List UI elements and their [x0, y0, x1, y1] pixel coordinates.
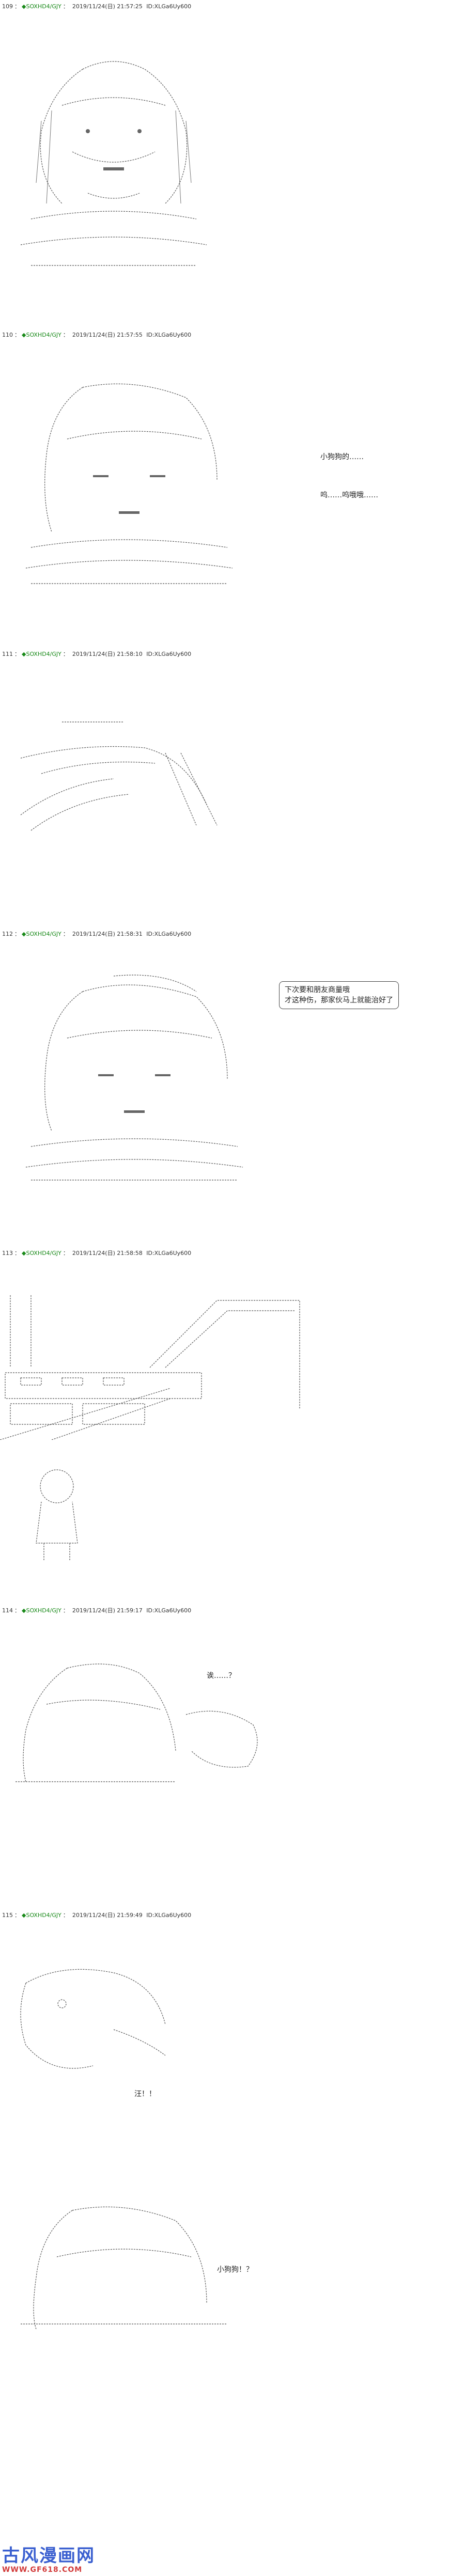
post-header: 109：◆SOXHD4/GJY：2019/11/24(日) 21:57:25 I… [2, 3, 192, 10]
ascii-art-figure [10, 49, 217, 281]
post-date: 2019/11/24(日) 21:59:49 [72, 1912, 143, 1919]
post-trip: ◆SOXHD4/GJY [22, 651, 61, 657]
speech-line: 呜……呜哦哦…… [320, 491, 378, 499]
post-date: 2019/11/24(日) 21:58:10 [72, 651, 143, 657]
post-date: 2019/11/24(日) 21:58:58 [72, 1250, 143, 1256]
post-number: 113 [2, 1250, 13, 1256]
post-id: ID:XLGa6Uy600 [146, 3, 192, 10]
post-111: 111：◆SOXHD4/GJY：2019/11/24(日) 21:58:10 I… [0, 650, 465, 908]
post-date: 2019/11/24(日) 21:57:25 [72, 3, 143, 10]
post-112: 112：◆SOXHD4/GJY：2019/11/24(日) 21:58:31 I… [0, 930, 465, 1219]
speech-text: 汪！！ [134, 2066, 156, 2123]
post-id: ID:XLGa6Uy600 [146, 1607, 192, 1614]
post-number: 115 [2, 1912, 13, 1919]
ascii-art-dog [10, 1952, 186, 2086]
speech-text: 小狗狗！？ [217, 2241, 253, 2298]
post-header: 113：◆SOXHD4/GJY：2019/11/24(日) 21:58:58 I… [2, 1250, 192, 1256]
post-number: 111 [2, 651, 13, 657]
post-date: 2019/11/24(日) 21:57:55 [72, 332, 143, 338]
post-110: 110：◆SOXHD4/GJY：2019/11/24(日) 21:57:55 I… [0, 331, 465, 620]
speech-line: 汪！！ [134, 2090, 156, 2098]
post-date: 2019/11/24(日) 21:58:31 [72, 931, 143, 937]
ascii-art-figure-with-dog [5, 1658, 274, 1792]
post-trip: ◆SOXHD4/GJY [22, 3, 61, 10]
post-id: ID:XLGa6Uy600 [146, 1912, 192, 1919]
bubble-text: 下次要和朋友商量哦 才这种伤，那家伙马上就能治好了 [285, 986, 393, 1004]
post-trip: ◆SOXHD4/GJY [22, 1912, 61, 1919]
ascii-art-small-figure [21, 1466, 93, 1564]
speech-text: 小狗狗的…… 呜……呜哦哦…… [320, 429, 378, 524]
ascii-art-figure [10, 2200, 238, 2334]
watermark-title: 古风漫画网 [2, 2546, 95, 2566]
post-header: 112：◆SOXHD4/GJY：2019/11/24(日) 21:58:31 I… [2, 931, 192, 937]
post-trip: ◆SOXHD4/GJY [22, 931, 61, 937]
post-date: 2019/11/24(日) 21:59:17 [72, 1607, 143, 1614]
ascii-art-figure [21, 971, 248, 1188]
speech-text: 诶……？ [207, 1647, 236, 1704]
post-header: 114：◆SOXHD4/GJY：2019/11/24(日) 21:59:17 I… [2, 1607, 192, 1614]
post-114: 114：◆SOXHD4/GJY：2019/11/24(日) 21:59:17 I… [0, 1606, 465, 1875]
post-trip: ◆SOXHD4/GJY [22, 1250, 61, 1256]
post-109: 109：◆SOXHD4/GJY：2019/11/24(日) 21:57:25 I… [0, 2, 465, 302]
post-trip: ◆SOXHD4/GJY [22, 1607, 61, 1614]
speech-line: 诶……？ [207, 1672, 236, 1680]
speech-line: 小狗狗的…… [320, 453, 364, 461]
post-id: ID:XLGa6Uy600 [146, 651, 192, 657]
post-113: 113：◆SOXHD4/GJY：2019/11/24(日) 21:58:58 I… [0, 1249, 465, 1579]
watermark-url: WWW.GF618.COM [2, 2566, 83, 2574]
post-115: 115：◆SOXHD4/GJY：2019/11/24(日) 21:59:49 I… [0, 1911, 465, 2541]
ascii-art-figure [21, 377, 238, 594]
post-header: 115：◆SOXHD4/GJY：2019/11/24(日) 21:59:49 I… [2, 1912, 192, 1919]
post-header: 111：◆SOXHD4/GJY：2019/11/24(日) 21:58:10 I… [2, 651, 192, 657]
post-trip: ◆SOXHD4/GJY [22, 332, 61, 338]
speech-bubble: 下次要和朋友商量哦 才这种伤，那家伙马上就能治好了 [279, 981, 399, 1009]
post-number: 112 [2, 931, 13, 937]
post-number: 110 [2, 332, 13, 338]
speech-line: 小狗狗！？ [217, 2266, 253, 2274]
post-id: ID:XLGa6Uy600 [146, 332, 192, 338]
post-id: ID:XLGa6Uy600 [146, 931, 192, 937]
ascii-art-street-scene [0, 1285, 310, 1440]
post-header: 110：◆SOXHD4/GJY：2019/11/24(日) 21:57:55 I… [2, 332, 192, 338]
post-number: 114 [2, 1607, 13, 1614]
ascii-art-hand [10, 701, 227, 836]
site-watermark: 古风漫画网 WWW.GF618.COM [2, 2546, 95, 2574]
post-id: ID:XLGa6Uy600 [146, 1250, 192, 1256]
post-number: 109 [2, 3, 13, 10]
